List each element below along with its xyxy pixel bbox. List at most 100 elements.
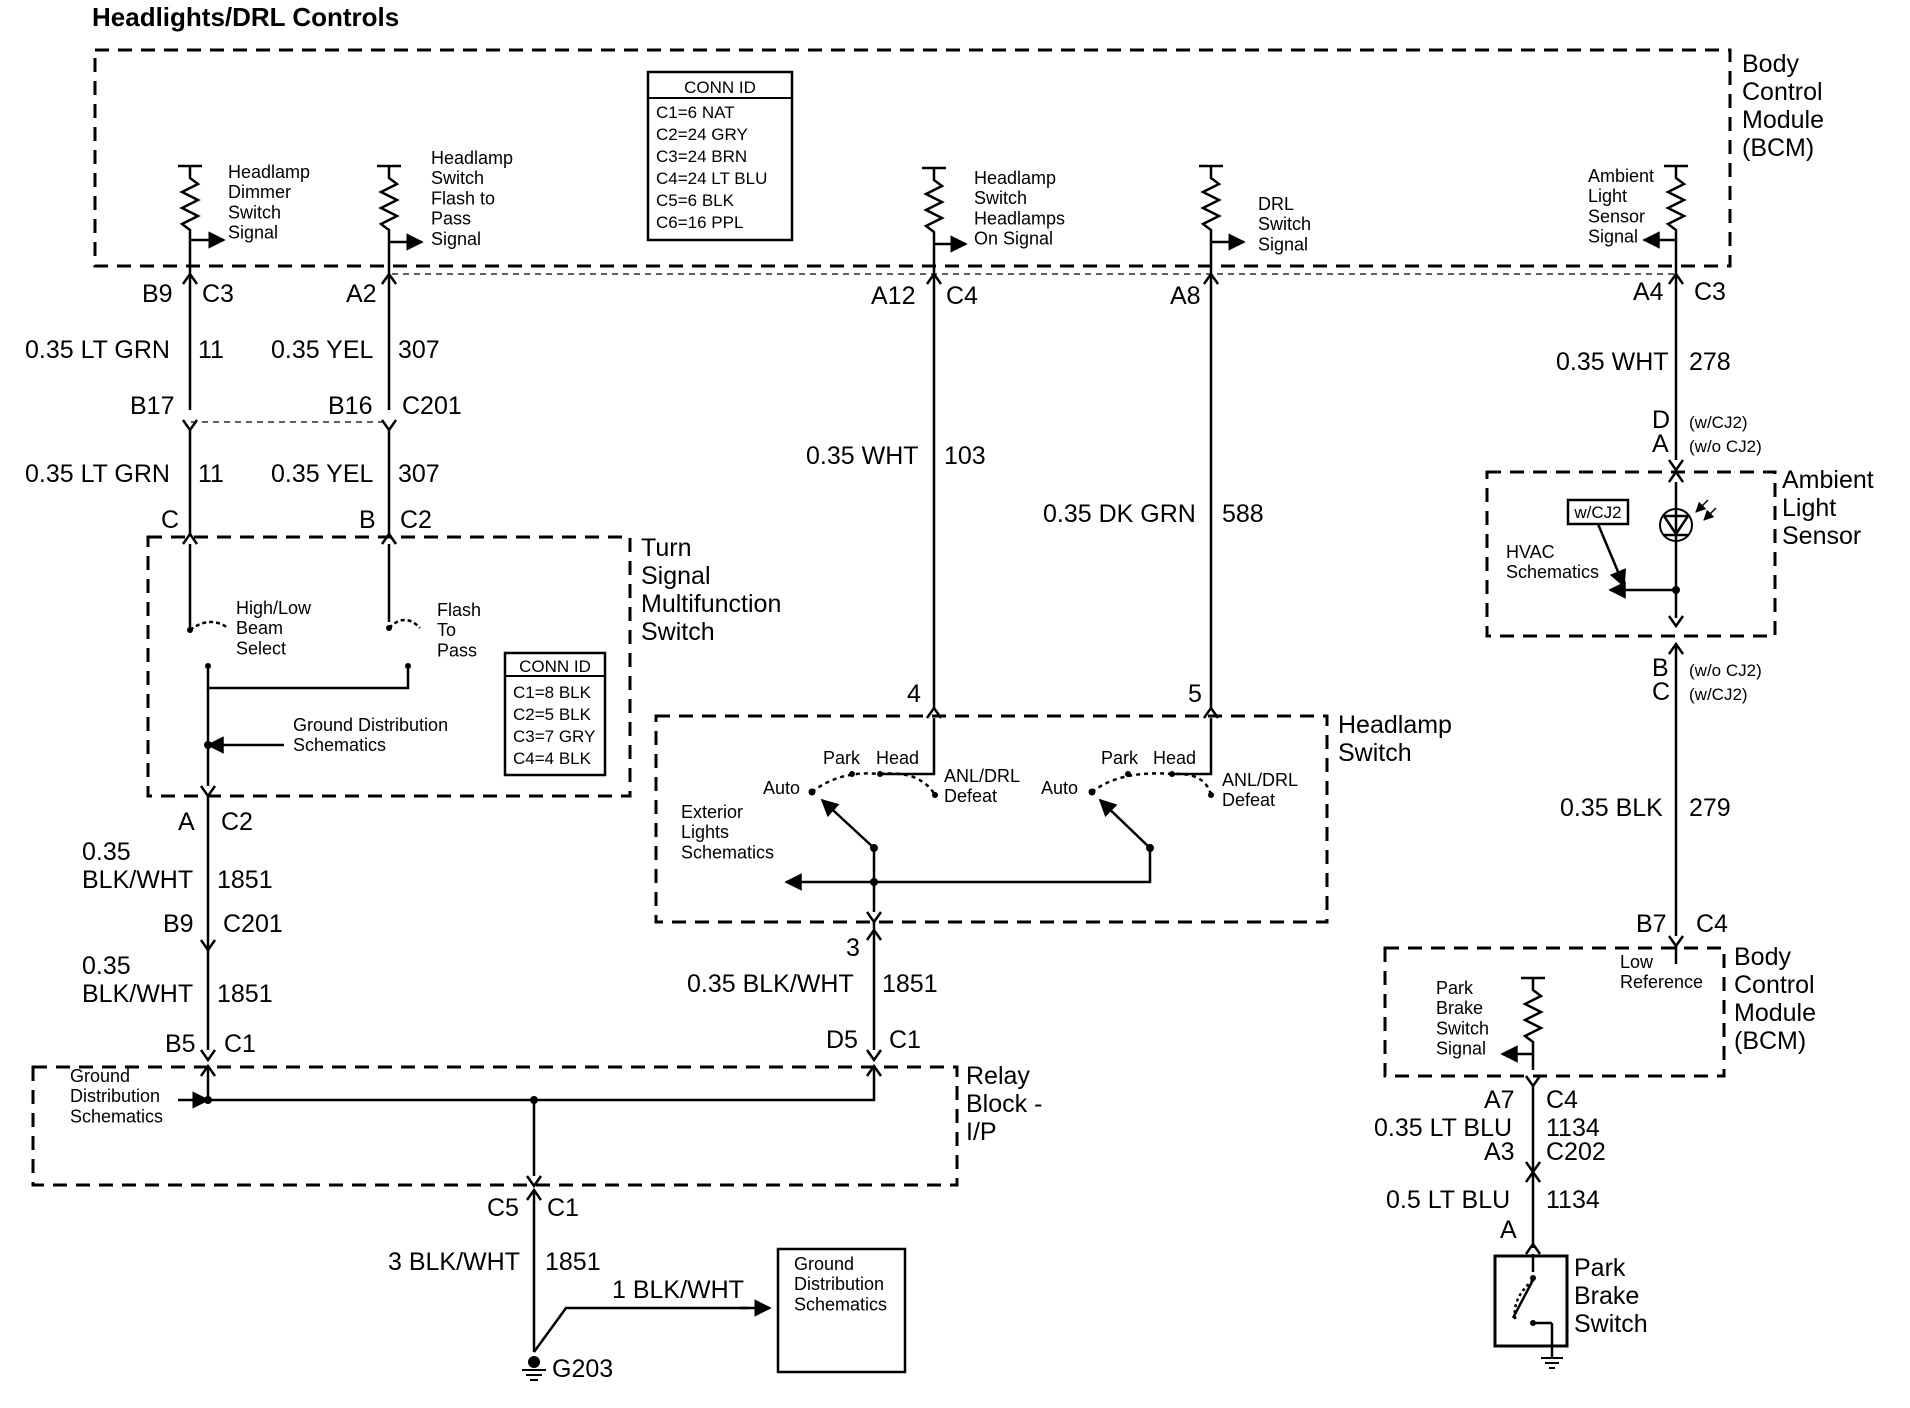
wire-number-label: 1851 [217, 866, 273, 894]
conn-id-turn-row: C4=4 BLK [513, 749, 592, 768]
wire-number-label: 1851 [882, 970, 938, 998]
auto-position-label: Auto [1041, 778, 1078, 798]
resistor-drl [1199, 164, 1246, 262]
wire-number-label: 1134 [1546, 1114, 1600, 1142]
pin-label: A8 [1170, 282, 1201, 310]
conn-id-bcm-row: C4=24 LT BLU [656, 169, 767, 188]
park-brake-switch-box [1493, 1254, 1569, 1348]
option-label: (w/CJ2) [1689, 413, 1748, 432]
conn-id-bcm-header: CONN ID [684, 78, 756, 97]
pin-label: A7 [1484, 1086, 1515, 1114]
pin-label: B9 [163, 910, 194, 938]
connector-label: C4 [1546, 1086, 1578, 1114]
wire-gauge-label: 0.35 YEL [271, 336, 374, 364]
wire-gauge-label: 0.35 LT GRN [25, 460, 170, 488]
wire-number-label: 1134 [1546, 1186, 1600, 1214]
wire-gauge-label: 1 BLK/WHT [612, 1276, 744, 1304]
wire-number-label: 307 [398, 460, 440, 488]
connector-label: C2 [221, 808, 253, 836]
pin-label: C5 [487, 1194, 519, 1222]
headlamp-switch-box [654, 714, 1329, 924]
pin-label: 4 [907, 680, 921, 708]
auto-position-label: Auto [763, 778, 800, 798]
conn-id-bcm-row: C3=24 BRN [656, 147, 747, 166]
connector-label: C1 [547, 1194, 579, 1222]
pin-label: B [359, 506, 376, 534]
bcm-bottom-box [1383, 946, 1726, 1078]
pin-label: C [1652, 678, 1670, 706]
pin-label: B16 [328, 392, 372, 420]
chassis-ground-icon [1541, 1357, 1563, 1369]
resistor-dimmer [178, 164, 226, 262]
option-label: (w/CJ2) [1689, 685, 1748, 704]
conn-id-turn-table: CONN ID C1=8 BLK C2=5 BLK C3=7 GRY C4=4 … [503, 651, 607, 777]
head-position-label: Head [1153, 748, 1196, 768]
pin-label: 3 [846, 934, 860, 962]
relay-block-box [31, 1065, 959, 1187]
wire-number-label: 103 [944, 442, 986, 470]
wire-gauge-label: 0.35 WHT [1556, 348, 1669, 376]
park-position-label: Park [823, 748, 861, 768]
wire-number-label: 11 [198, 336, 224, 364]
connector-label: C1 [224, 1030, 256, 1058]
wire-number-label: 279 [1689, 794, 1731, 822]
pin-label: B7 [1636, 910, 1667, 938]
conn-id-turn-row: C1=8 BLK [513, 683, 592, 702]
wire-gauge-label: 0.35 BLK [1560, 794, 1663, 822]
ground-icon [522, 1356, 546, 1381]
conn-id-bcm-row: C2=24 GRY [656, 125, 748, 144]
conn-id-turn-row: C2=5 BLK [513, 705, 592, 724]
connector-label: C4 [946, 282, 978, 310]
conn-id-bcm-row: C5=6 BLK [656, 191, 735, 210]
wire-number-label: 11 [198, 460, 224, 488]
wire-number-label: 307 [398, 336, 440, 364]
wire-gauge-label: BLK/WHT [82, 866, 193, 894]
resistor-park-brake [1500, 976, 1545, 1070]
ground-label: G203 [552, 1355, 613, 1383]
wire-gauge-label: 0.35 LT GRN [25, 336, 170, 364]
bcm-top-box [93, 48, 1732, 268]
head-position-label: Head [876, 748, 919, 768]
resistor-flash [377, 164, 424, 262]
connector-label: C201 [402, 392, 462, 420]
connector-label: C1 [889, 1026, 921, 1054]
connector-label: C202 [1546, 1138, 1606, 1166]
connector-label: C2 [400, 506, 432, 534]
wire-gauge-label: 0.35 DK GRN [1043, 500, 1196, 528]
pin-label: B17 [130, 392, 174, 420]
connector-label: C201 [223, 910, 283, 938]
pin-label: A2 [346, 280, 377, 308]
conn-id-bcm-table: CONN ID C1=6 NAT C2=24 GRY C3=24 BRN C4=… [646, 70, 794, 242]
diagram-title: Headlights/DRL Controls [92, 2, 399, 32]
w-cj2-label: w/CJ2 [1573, 503, 1621, 522]
pin-label: A [1500, 1216, 1517, 1244]
turn-signal-switch-box [146, 535, 632, 798]
connector-label: C4 [1696, 910, 1728, 938]
wire-number-label: 588 [1222, 500, 1264, 528]
wire-number-label: 278 [1689, 348, 1731, 376]
wire-gauge-label: 3 BLK/WHT [388, 1248, 520, 1276]
conn-id-turn-header: CONN ID [519, 657, 591, 676]
wire-gauge-label: 0.35 [82, 952, 131, 980]
option-label: (w/o CJ2) [1689, 661, 1762, 680]
pin-label: B5 [165, 1030, 196, 1058]
option-label: (w/o CJ2) [1689, 437, 1762, 456]
